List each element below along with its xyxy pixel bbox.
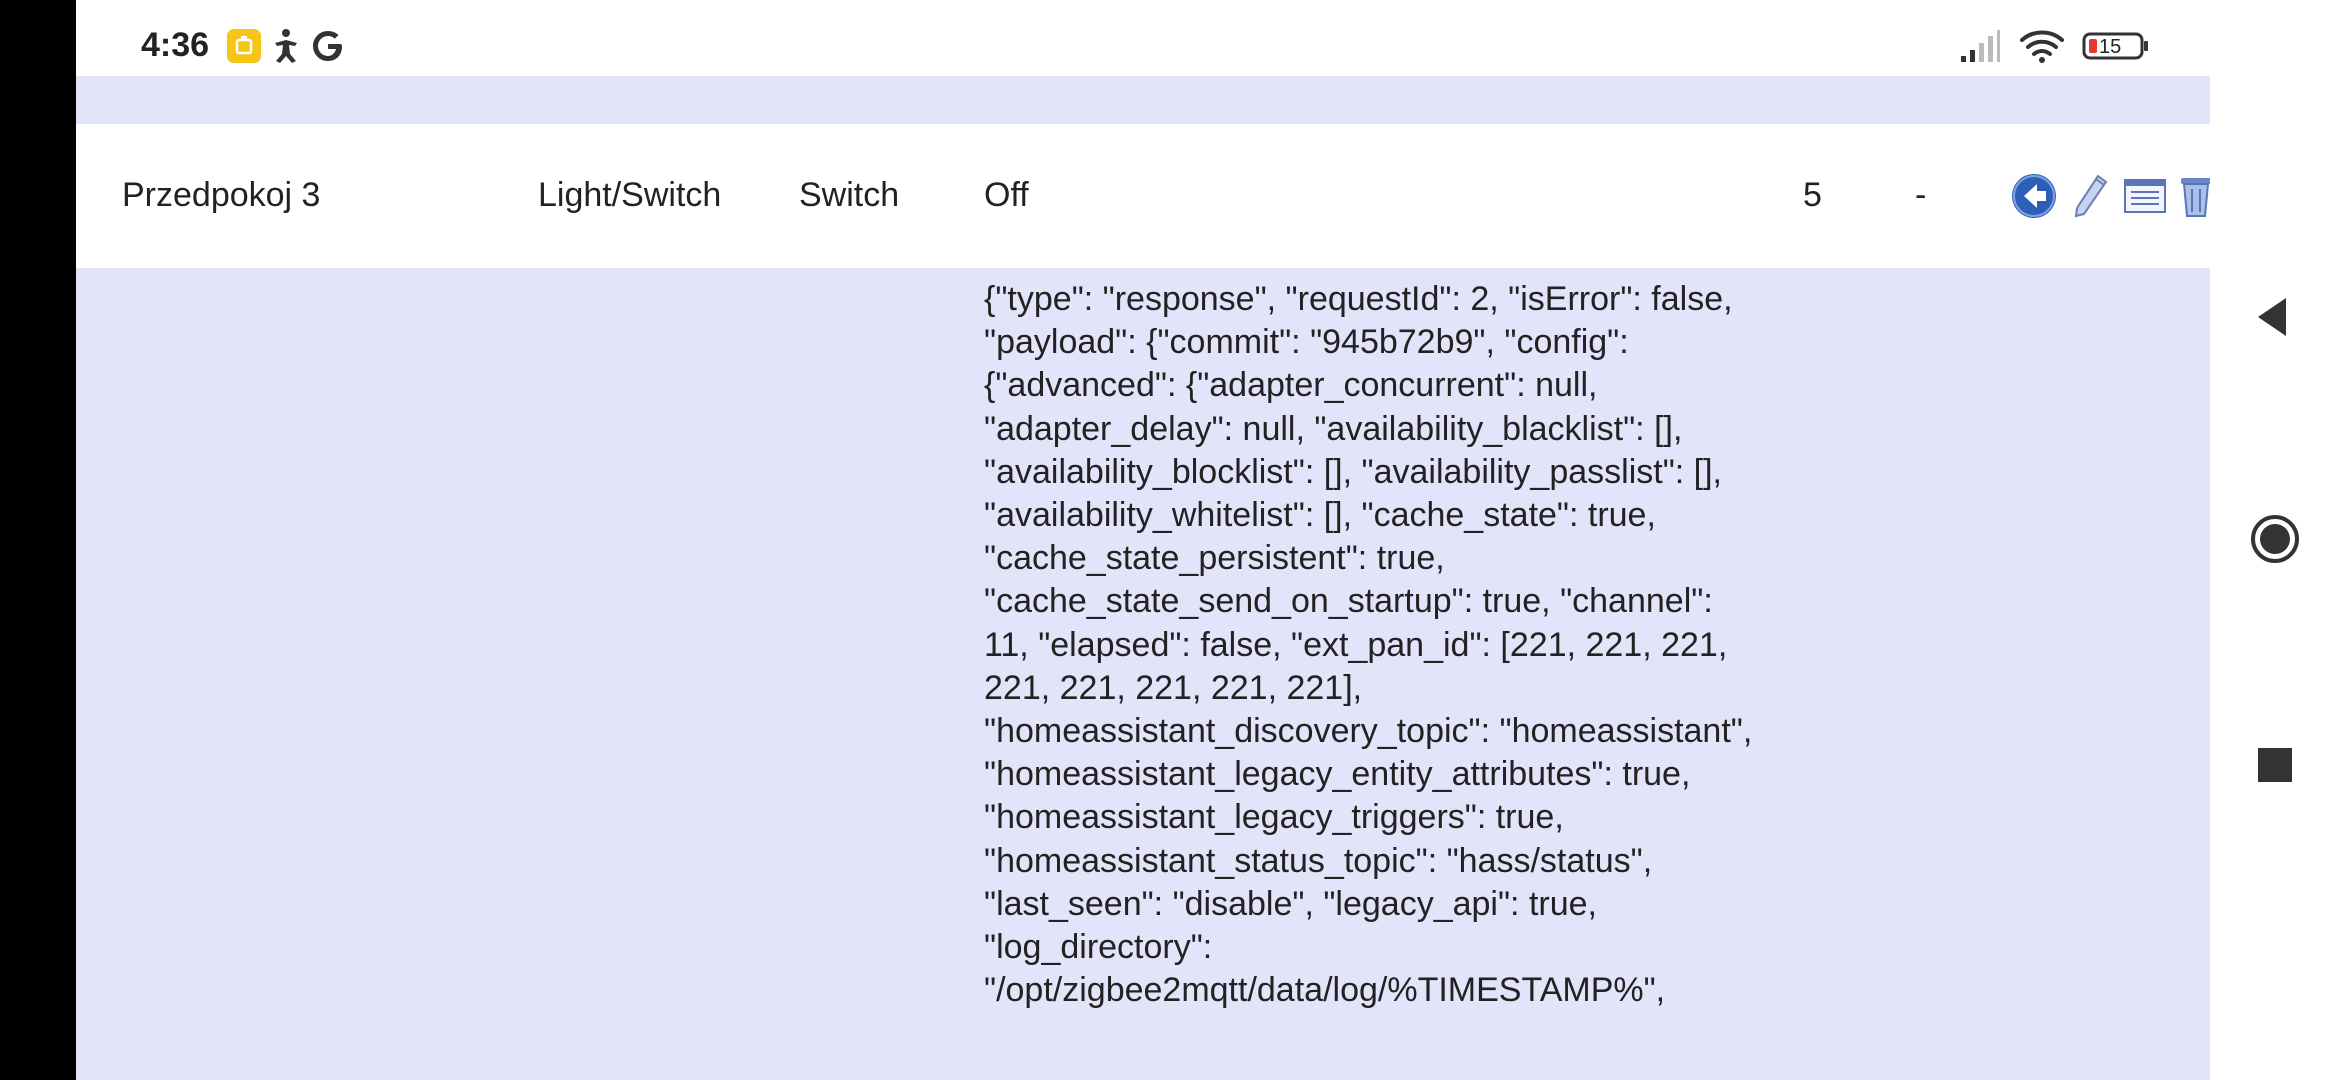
battery-icon: 15 (2082, 28, 2150, 64)
device-row[interactable]: Przedpokoj 3 Light/Switch Switch Off 5 - (76, 124, 2210, 268)
back-icon[interactable] (2010, 172, 2058, 225)
app-screen: 4:36 (76, 0, 2210, 1080)
device-number: 5 (1803, 176, 1822, 214)
device-type: Light/Switch (538, 176, 722, 214)
status-time: 4:36 (141, 26, 210, 64)
device-subtype: Switch (799, 176, 900, 214)
battery-level: 15 (2099, 36, 2122, 58)
log-icon[interactable] (2123, 172, 2167, 225)
row-actions (2010, 172, 2210, 220)
nav-home-icon[interactable] (2250, 514, 2300, 564)
status-right-group: 15 (1959, 28, 2150, 64)
app-badge-icon (226, 28, 262, 69)
device-dash: - (1915, 176, 1927, 214)
accessibility-icon (269, 28, 303, 69)
wifi-icon (2019, 28, 2064, 69)
edit-icon[interactable] (2070, 172, 2110, 225)
signal-icon (1959, 28, 2001, 69)
system-navigation-bar (2210, 0, 2340, 1080)
nav-recents-icon[interactable] (2250, 740, 2300, 790)
device-response-json: {"type": "response", "requestId": 2, "is… (984, 280, 1762, 1010)
device-name: Przedpokoj 3 (122, 176, 321, 214)
device-state: Off (984, 176, 1029, 214)
google-icon (310, 28, 346, 69)
delete-icon[interactable] (2179, 172, 2210, 225)
header-band (76, 76, 2210, 124)
status-bar: 4:36 (76, 0, 2210, 76)
nav-back-icon[interactable] (2250, 292, 2300, 342)
